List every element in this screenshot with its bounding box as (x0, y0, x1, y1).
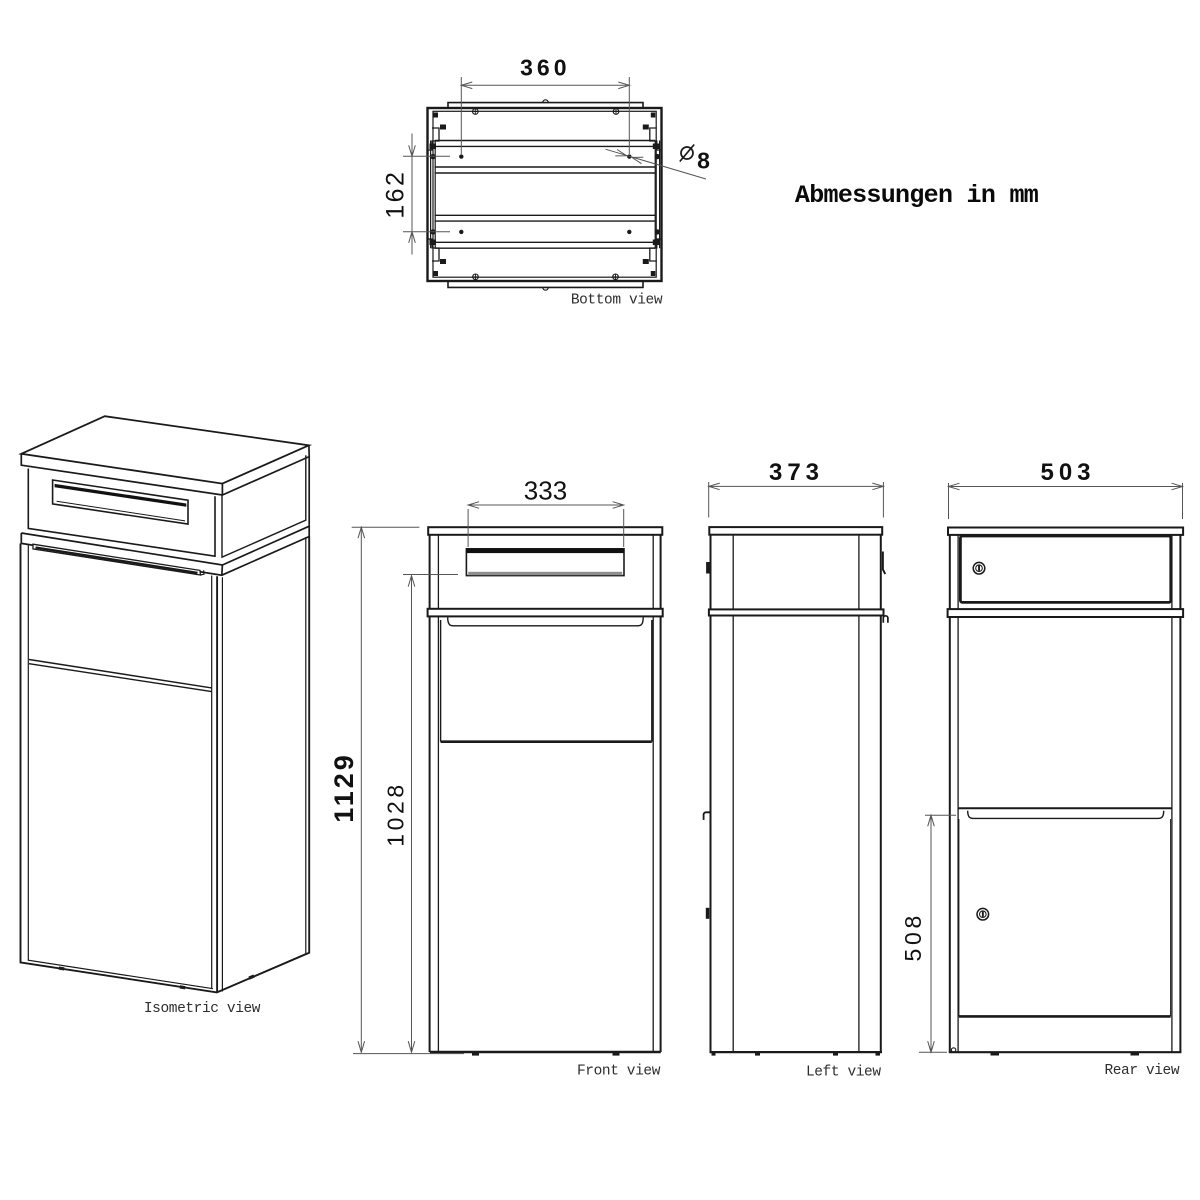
svg-text:8: 8 (697, 148, 710, 174)
svg-text:Isometric view: Isometric view (144, 1001, 261, 1017)
svg-text:373: 373 (769, 459, 824, 486)
svg-text:333: 333 (524, 476, 567, 506)
svg-text:Rear view: Rear view (1104, 1063, 1179, 1079)
svg-text:Abmessungen in mm: Abmessungen in mm (795, 181, 1039, 210)
svg-text:503: 503 (1040, 459, 1095, 486)
svg-text:Bottom view: Bottom view (571, 293, 663, 309)
svg-text:1129: 1129 (329, 752, 359, 823)
svg-text:508: 508 (900, 912, 926, 961)
svg-text:360: 360 (520, 55, 570, 81)
svg-text:1028: 1028 (382, 781, 408, 847)
svg-text:162: 162 (381, 170, 409, 219)
svg-text:Front view: Front view (577, 1064, 661, 1080)
svg-text:Left view: Left view (806, 1065, 881, 1081)
